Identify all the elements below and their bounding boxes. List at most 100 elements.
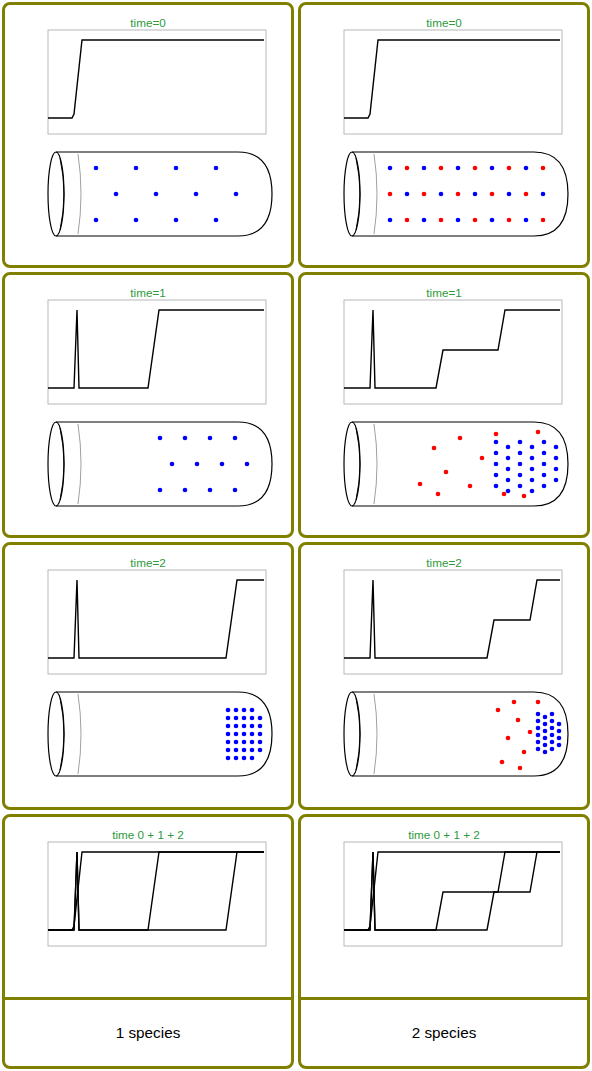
centrifuge-tube (48, 152, 272, 236)
particle (543, 743, 548, 748)
panel-illustration (48, 570, 272, 776)
particle (506, 467, 511, 472)
particle (195, 462, 200, 467)
particle (242, 756, 247, 761)
particle (226, 748, 231, 753)
centrifuge-tube (344, 152, 568, 236)
panel-title: time=0 (5, 15, 291, 30)
particle (536, 430, 541, 435)
particle (550, 747, 555, 752)
tube-rim (60, 158, 64, 230)
particle (214, 218, 219, 223)
particle (226, 708, 231, 713)
particle (234, 724, 239, 729)
particle (456, 166, 461, 171)
particle (502, 492, 507, 497)
particle (432, 446, 437, 451)
particle (226, 756, 231, 761)
particle (522, 750, 527, 755)
particle (518, 484, 523, 489)
particle (557, 729, 562, 734)
particle (541, 218, 546, 223)
particle (183, 436, 188, 441)
time-panel: time 0 + 1 + 2 (2, 814, 294, 1000)
tube-rim (60, 428, 64, 500)
particle (134, 166, 139, 171)
graph-frame (48, 300, 266, 404)
particle (458, 436, 463, 441)
tube-opening (48, 422, 64, 506)
panel-title: time=2 (301, 555, 587, 570)
particle (530, 489, 535, 494)
particle (550, 726, 555, 731)
particle (496, 708, 501, 713)
panel-title: time 0 + 1 + 2 (5, 827, 291, 842)
panel-title: time=0 (301, 15, 587, 30)
particle (418, 482, 423, 487)
tube-rim (356, 428, 360, 500)
particle (242, 724, 247, 729)
particle (554, 456, 559, 461)
particle (194, 192, 199, 197)
particle (436, 492, 441, 497)
particle (524, 192, 529, 197)
centrifuge-tube (344, 692, 568, 776)
panel-title: time=1 (301, 285, 587, 300)
sedimentation-graph (344, 570, 562, 674)
particle (530, 445, 535, 450)
particle (480, 456, 485, 461)
particle (530, 456, 535, 461)
particle (530, 478, 535, 483)
particle (550, 719, 555, 724)
particle (154, 192, 159, 197)
panel-illustration (344, 570, 568, 776)
particle (494, 440, 499, 445)
particle (543, 722, 548, 727)
particle (258, 732, 263, 737)
tube-wall (56, 692, 272, 776)
particle (500, 760, 505, 765)
tube-wall (352, 422, 568, 506)
panel-illustration (344, 842, 562, 946)
particle (158, 488, 163, 493)
tube-opening (48, 692, 64, 776)
particle (550, 712, 555, 717)
particle (490, 166, 495, 171)
particle (170, 462, 175, 467)
graph-frame (344, 300, 562, 404)
meniscus (374, 424, 377, 504)
graph-frame (48, 842, 266, 946)
particle (516, 718, 521, 723)
meniscus (78, 154, 81, 234)
particle (494, 432, 499, 437)
absorbance-curve (344, 40, 560, 118)
particle (234, 756, 239, 761)
particle (543, 715, 548, 720)
absorbance-curve (48, 580, 264, 658)
particle (554, 478, 559, 483)
particle (518, 451, 523, 456)
absorbance-curve (344, 852, 560, 930)
particle (506, 489, 511, 494)
sedimentation-graph (344, 300, 562, 404)
particle (250, 708, 255, 713)
particle (208, 436, 213, 441)
particle (494, 484, 499, 489)
species-label-cell: 1 species (2, 997, 294, 1069)
particle (494, 462, 499, 467)
particle (258, 716, 263, 721)
absorbance-curve (344, 310, 560, 388)
particle (242, 748, 247, 753)
particle (506, 445, 511, 450)
meniscus (374, 154, 377, 234)
species-label: 2 species (301, 1023, 587, 1043)
particle (242, 716, 247, 721)
particle (490, 192, 495, 197)
meniscus (374, 694, 377, 774)
particle (542, 462, 547, 467)
particle (439, 218, 444, 223)
particle (242, 732, 247, 737)
particle (258, 740, 263, 745)
particle (234, 748, 239, 753)
time-panel: time=2 (298, 542, 590, 810)
